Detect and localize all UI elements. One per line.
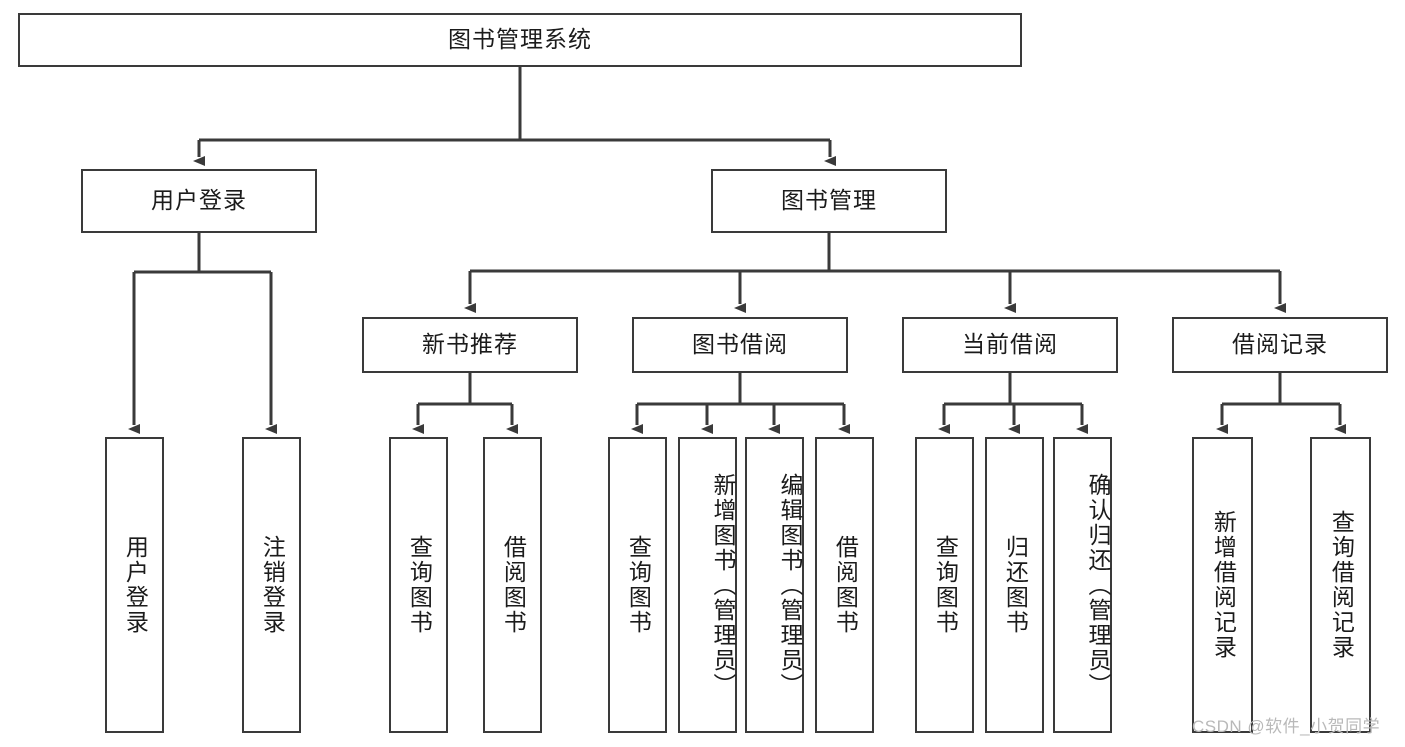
- node-user-login[interactable]: 用户登录: [81, 169, 317, 233]
- node-leaf-logout[interactable]: 注销登录: [242, 437, 301, 733]
- node-leaf-add-book[interactable]: 新增图书（管理员）: [678, 437, 737, 733]
- node-leaf-user-login-label: 用户登录: [122, 535, 149, 635]
- node-leaf-add-record[interactable]: 新增借阅记录: [1192, 437, 1253, 733]
- node-book-manage-label: 图书管理: [781, 187, 877, 214]
- node-book-borrow-label: 图书借阅: [692, 331, 788, 358]
- node-leaf-add-book-label: 新增图书（管理员）: [710, 472, 736, 698]
- node-book-borrow[interactable]: 图书借阅: [632, 317, 848, 373]
- node-leaf-query-record[interactable]: 查询借阅记录: [1310, 437, 1371, 733]
- node-leaf-add-record-label: 新增借阅记录: [1210, 510, 1237, 660]
- node-leaf-logout-label: 注销登录: [259, 535, 286, 635]
- node-borrow-record[interactable]: 借阅记录: [1172, 317, 1388, 373]
- node-leaf-query-record-label: 查询借阅记录: [1328, 510, 1355, 660]
- node-leaf-query-book-3[interactable]: 查询图书: [915, 437, 974, 733]
- node-leaf-borrow-book-1-label: 借阅图书: [500, 535, 527, 635]
- node-leaf-query-book-2-label: 查询图书: [625, 535, 652, 635]
- node-new-book-rec[interactable]: 新书推荐: [362, 317, 578, 373]
- node-leaf-return-book-label: 归还图书: [1002, 535, 1029, 635]
- node-root[interactable]: 图书管理系统: [18, 13, 1022, 67]
- node-leaf-user-login[interactable]: 用户登录: [105, 437, 164, 733]
- node-leaf-query-book-1-label: 查询图书: [406, 535, 433, 635]
- node-new-book-rec-label: 新书推荐: [422, 331, 518, 358]
- node-leaf-return-book[interactable]: 归还图书: [985, 437, 1044, 733]
- node-root-label: 图书管理系统: [448, 26, 592, 53]
- node-book-manage[interactable]: 图书管理: [711, 169, 947, 233]
- node-leaf-borrow-book-2-label: 借阅图书: [832, 535, 859, 635]
- node-leaf-confirm-return-label: 确认归还（管理员）: [1085, 472, 1111, 698]
- node-leaf-query-book-1[interactable]: 查询图书: [389, 437, 448, 733]
- node-leaf-confirm-return[interactable]: 确认归还（管理员）: [1053, 437, 1112, 733]
- node-leaf-borrow-book-1[interactable]: 借阅图书: [483, 437, 542, 733]
- node-leaf-edit-book-label: 编辑图书（管理员）: [777, 472, 803, 698]
- node-current-borrow[interactable]: 当前借阅: [902, 317, 1118, 373]
- node-user-login-label: 用户登录: [151, 187, 247, 214]
- node-borrow-record-label: 借阅记录: [1232, 331, 1328, 358]
- node-leaf-borrow-book-2[interactable]: 借阅图书: [815, 437, 874, 733]
- node-leaf-query-book-3-label: 查询图书: [932, 535, 959, 635]
- csdn-watermark: CSDN @软件_小贺同学: [1192, 717, 1381, 736]
- node-leaf-query-book-2[interactable]: 查询图书: [608, 437, 667, 733]
- node-leaf-edit-book[interactable]: 编辑图书（管理员）: [745, 437, 804, 733]
- node-current-borrow-label: 当前借阅: [962, 331, 1058, 358]
